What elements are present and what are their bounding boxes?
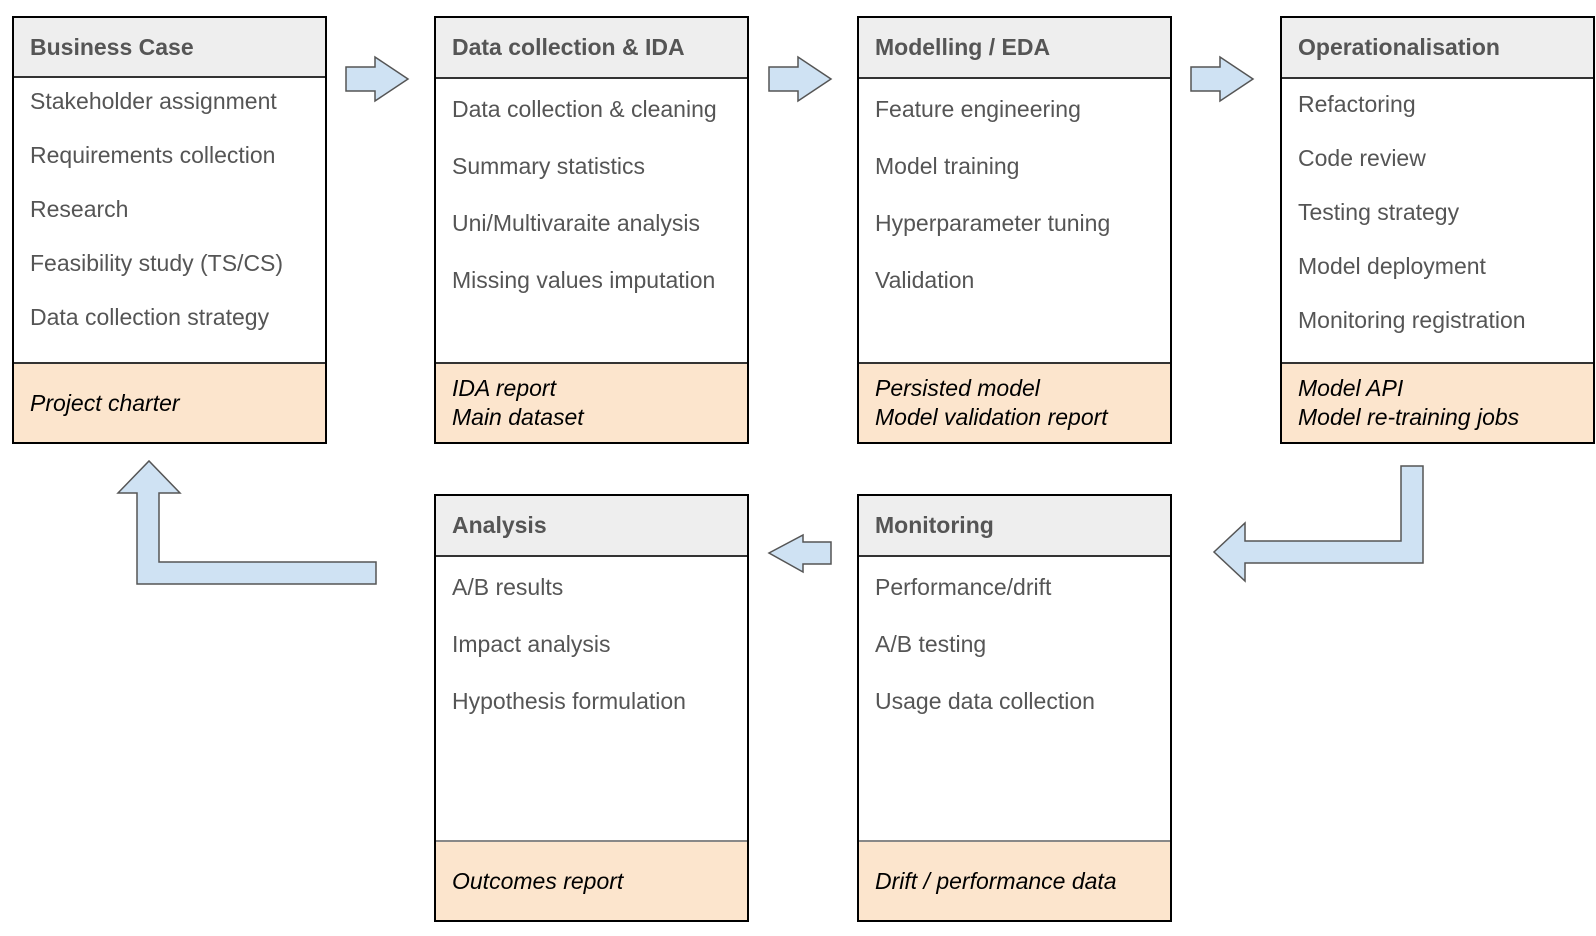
activity-item: Model training bbox=[875, 153, 1020, 179]
output-item: Model re-training jobs bbox=[1298, 404, 1520, 430]
output-item: Model validation report bbox=[875, 404, 1108, 430]
output-item: Outcomes report bbox=[452, 867, 624, 894]
stage-title: Operationalisation bbox=[1282, 18, 1593, 79]
stage-activities: Performance/drift A/B testing Usage data… bbox=[859, 557, 1170, 840]
activity-item: Summary statistics bbox=[452, 153, 645, 179]
activity-item: A/B testing bbox=[875, 631, 987, 657]
activity-item: Impact analysis bbox=[452, 631, 611, 657]
stage-title: Business Case bbox=[14, 18, 325, 78]
stage-activities: Data collection & cleaning Summary stati… bbox=[436, 79, 747, 362]
stage-title: Modelling / EDA bbox=[859, 18, 1170, 79]
stage-outputs: IDA report Main dataset bbox=[436, 362, 747, 442]
activity-item: Validation bbox=[875, 267, 975, 293]
stage-box-data-collection: Data collection & IDA Data collection & … bbox=[434, 16, 749, 444]
stage-outputs: Project charter bbox=[14, 362, 325, 442]
output-item: Drift / performance data bbox=[875, 867, 1117, 894]
arrow-right-icon bbox=[1190, 55, 1255, 103]
activity-item: Feature engineering bbox=[875, 96, 1081, 122]
activity-item: Research bbox=[30, 196, 129, 222]
stage-outputs: Drift / performance data bbox=[859, 840, 1170, 920]
activity-item: Monitoring registration bbox=[1298, 307, 1526, 333]
activity-item: Code review bbox=[1298, 145, 1426, 171]
activity-item: Requirements collection bbox=[30, 142, 276, 168]
activity-item: Uni/Multivaraite analysis bbox=[452, 210, 700, 236]
activity-item: Missing values imputation bbox=[452, 267, 716, 293]
stage-title: Analysis bbox=[436, 496, 747, 557]
stage-outputs: Model API Model re-training jobs bbox=[1282, 362, 1593, 442]
activity-item: Model deployment bbox=[1298, 253, 1486, 279]
stage-activities: Feature engineering Model training Hyper… bbox=[859, 79, 1170, 362]
arrow-left-icon bbox=[767, 533, 832, 574]
stage-box-modelling: Modelling / EDA Feature engineering Mode… bbox=[857, 16, 1172, 444]
activity-item: Usage data collection bbox=[875, 688, 1095, 714]
activity-item: A/B results bbox=[452, 574, 564, 600]
stage-outputs: Outcomes report bbox=[436, 840, 747, 920]
stage-activities: A/B results Impact analysis Hypothesis f… bbox=[436, 557, 747, 840]
activity-item: Testing strategy bbox=[1298, 199, 1460, 225]
arrow-right-icon bbox=[345, 55, 410, 103]
activity-item: Hypothesis formulation bbox=[452, 688, 686, 714]
activity-item: Stakeholder assignment bbox=[30, 88, 277, 114]
output-item: Main dataset bbox=[452, 404, 584, 430]
stage-box-operationalisation: Operationalisation Refactoring Code revi… bbox=[1280, 16, 1595, 444]
stage-activities: Stakeholder assignment Requirements coll… bbox=[14, 78, 325, 362]
activity-item: Hyperparameter tuning bbox=[875, 210, 1111, 236]
stage-box-monitoring: Monitoring Performance/drift A/B testing… bbox=[857, 494, 1172, 922]
output-item: Persisted model bbox=[875, 375, 1040, 401]
stage-box-analysis: Analysis A/B results Impact analysis Hyp… bbox=[434, 494, 749, 922]
activity-item: Feasibility study (TS/CS) bbox=[30, 250, 284, 276]
arrow-down-left-icon bbox=[1212, 465, 1424, 583]
stage-box-business-case: Business Case Stakeholder assignment Req… bbox=[12, 16, 327, 444]
stage-activities: Refactoring Code review Testing strategy… bbox=[1282, 79, 1593, 362]
activity-item: Performance/drift bbox=[875, 574, 1052, 600]
activity-item: Data collection strategy bbox=[30, 304, 270, 330]
output-item: Model API bbox=[1298, 375, 1404, 401]
stage-title: Monitoring bbox=[859, 496, 1170, 557]
arrow-right-icon bbox=[768, 55, 833, 103]
arrow-up-icon bbox=[116, 459, 377, 585]
activity-item: Data collection & cleaning bbox=[452, 96, 717, 122]
output-item: Project charter bbox=[30, 389, 180, 416]
stage-outputs: Persisted model Model validation report bbox=[859, 362, 1170, 442]
output-item: IDA report bbox=[452, 375, 556, 401]
activity-item: Refactoring bbox=[1298, 91, 1416, 117]
stage-title: Data collection & IDA bbox=[436, 18, 747, 79]
